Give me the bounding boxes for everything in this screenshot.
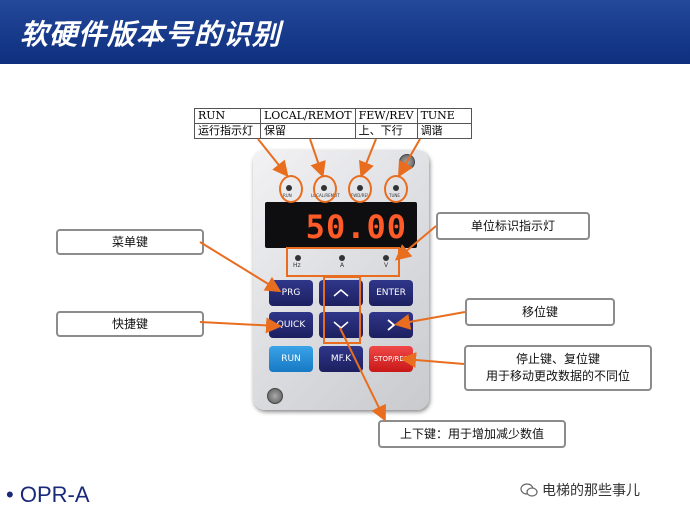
callout-text: 菜单键	[111, 234, 148, 249]
unit-label: V	[384, 262, 389, 269]
hz-unit-light	[295, 255, 301, 261]
callout-text: 上下键：用于增加减少数值	[399, 426, 544, 441]
quick-key-callout: 快捷键	[56, 311, 204, 337]
arrow-menu-key	[199, 241, 282, 293]
updown-key-callout: 上下键：用于增加减少数值	[378, 420, 566, 448]
wechat-icon	[520, 483, 538, 497]
shift-key-callout: 移位键	[465, 298, 615, 326]
display-value: 50.00	[305, 208, 407, 246]
a-unit-light	[339, 255, 345, 261]
enter-key[interactable]: ENTER	[369, 280, 413, 306]
table-header-row: RUN LOCAL/REMOT FEW/REV TUNE	[194, 108, 472, 124]
callout-text: 单位标识指示灯	[470, 218, 555, 233]
run-key[interactable]: RUN	[269, 346, 313, 372]
arrow-fwd-rev	[359, 138, 377, 178]
watermark-text: 电梯的那些事儿	[542, 483, 640, 499]
run-indicator-highlight	[279, 175, 303, 203]
down-key[interactable]	[319, 312, 363, 338]
table-row: 运行指示灯 保留 上、下行 调谐	[194, 123, 472, 139]
unit-label: A	[340, 262, 345, 269]
callout-text: 快捷键	[111, 316, 148, 331]
chevron-up-icon	[333, 289, 349, 297]
table-cell: 保留	[260, 123, 356, 139]
arrow-local-remote	[309, 138, 326, 178]
menu-key-callout: 菜单键	[56, 229, 204, 255]
table-cell: 运行指示灯	[194, 123, 261, 139]
screw-icon	[267, 388, 283, 404]
bullet-text: OPR-A	[19, 482, 90, 507]
unit-indicator-callout: 单位标识指示灯	[436, 212, 590, 240]
v-unit-light	[383, 255, 389, 261]
watermark: 电梯的那些事儿	[520, 480, 640, 500]
callout-text: 停止键、复位键	[515, 352, 600, 366]
page-title: 软硬件版本号的识别	[20, 18, 282, 51]
chevron-right-icon	[387, 319, 396, 331]
callout-text: 移位键	[521, 304, 558, 319]
indicator-table: RUN LOCAL/REMOT FEW/REV TUNE 运行指示灯 保留 上、…	[194, 108, 472, 139]
stop-key-callout: 停止键、复位键 用于移动更改数据的不同位	[464, 345, 652, 391]
led-display: 50.00	[265, 202, 417, 248]
title-bar: 软硬件版本号的识别	[0, 0, 690, 64]
tune-highlight	[384, 175, 408, 203]
arrow-updown-key	[339, 327, 386, 422]
table-cell: 调谐	[416, 123, 472, 139]
arrow-tune	[398, 138, 421, 178]
bullet-item: • OPR-A	[6, 482, 90, 507]
table-header-cell: RUN	[194, 108, 261, 124]
table-header-cell: TUNE	[416, 108, 472, 124]
table-cell: 上、下行	[354, 123, 418, 139]
arrow-stop-key	[400, 352, 465, 368]
unit-label: Hz	[293, 262, 301, 269]
arrow-unit-indicator	[394, 225, 437, 261]
unit-indicators: Hz A V	[287, 255, 397, 275]
up-key[interactable]	[319, 280, 363, 306]
arrow-quick-key	[199, 317, 282, 334]
arrow-run	[257, 138, 289, 178]
arrow-shift-key	[394, 311, 466, 330]
updown-key-highlight	[323, 276, 361, 344]
callout-text: 用于移动更改数据的不同位	[485, 369, 630, 383]
